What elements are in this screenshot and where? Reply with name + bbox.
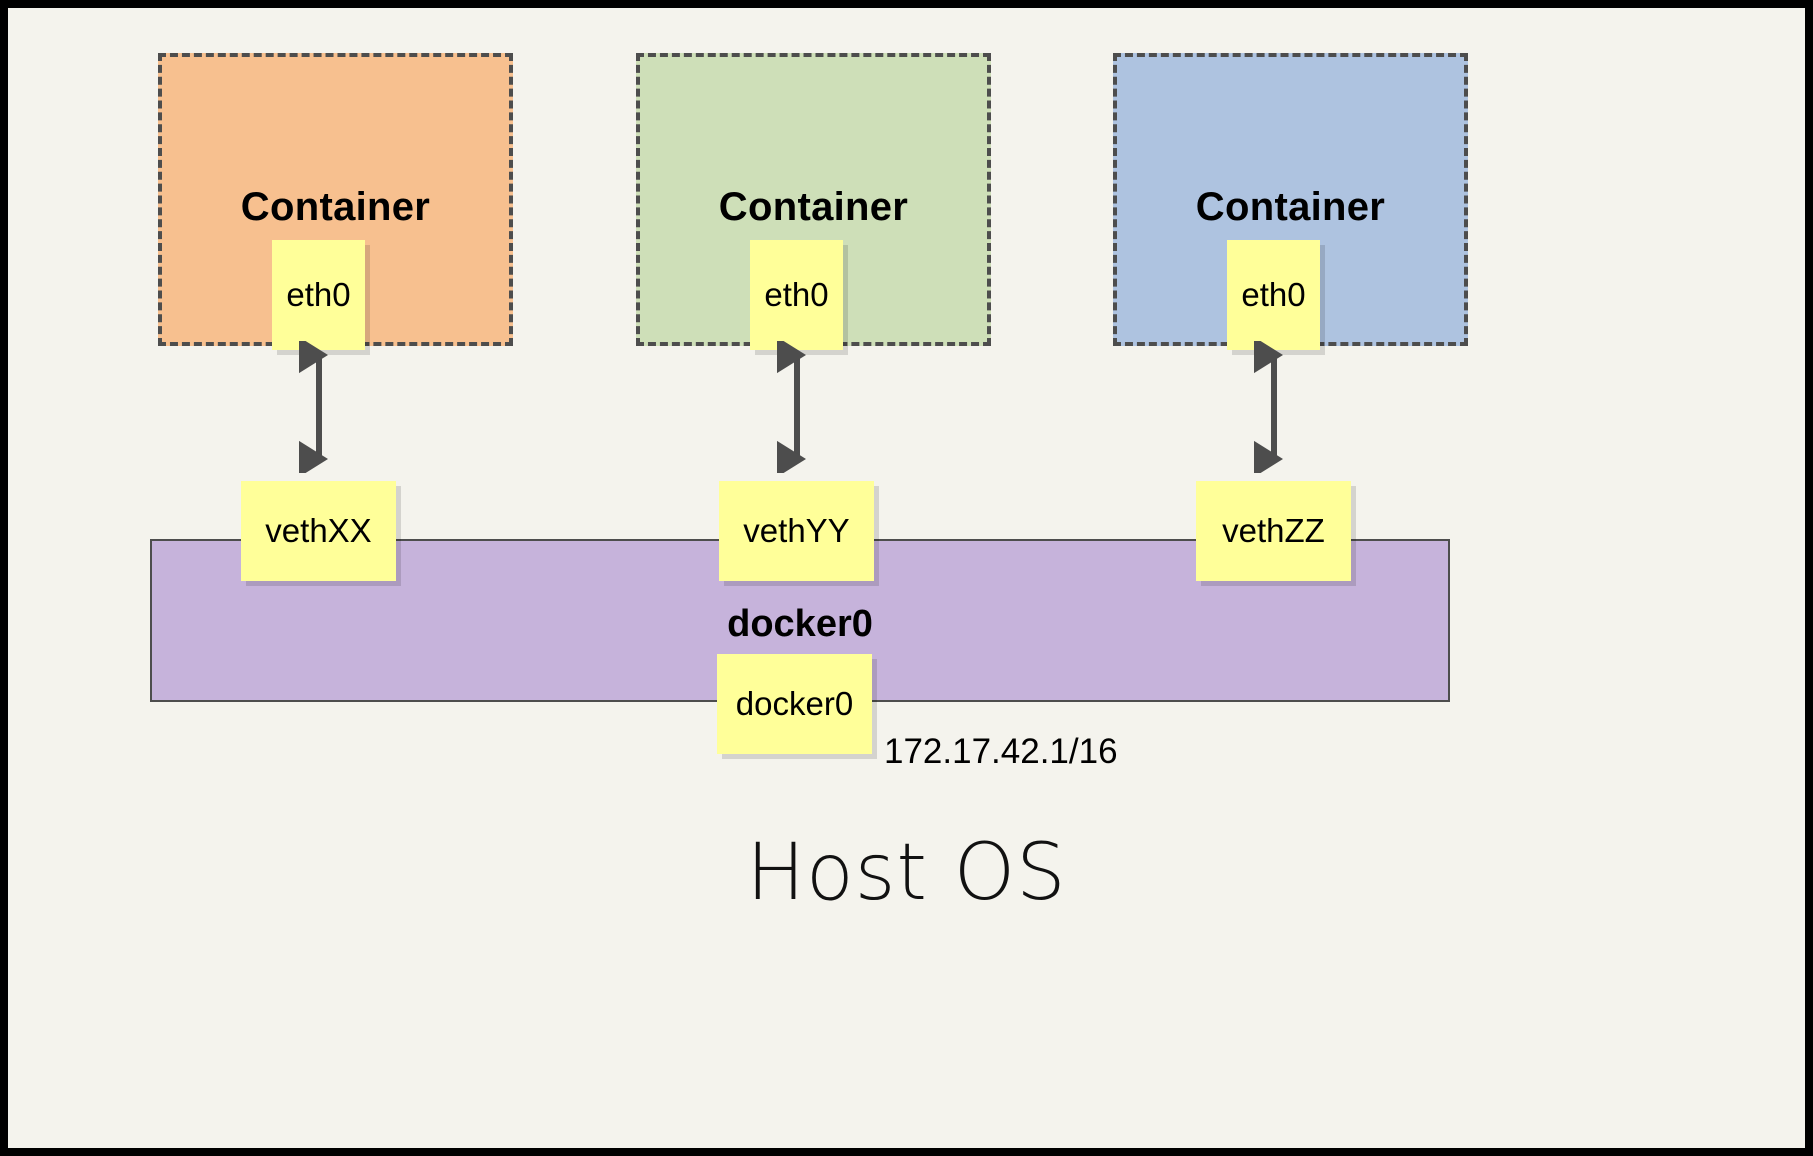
link-arrow-1 [299,341,328,473]
eth0-note-3: eth0 [1227,240,1320,350]
link-arrow-2 [777,341,806,473]
link-arrow-3 [1254,341,1283,473]
veth-note-2: vethYY [719,481,874,581]
container-title-3: Container [1195,185,1386,229]
veth-label-1: vethXX [265,512,372,549]
docker0-ip-label: 172.17.42.1/16 [884,732,1118,771]
veth-note-3: vethZZ [1196,481,1351,581]
host-os-frame: Container eth0 Container eth0 Container … [8,8,1805,1148]
docker0-bridge-label: docker0 [727,603,873,645]
eth0-label-2: eth0 [764,276,829,313]
eth0-label-1: eth0 [286,276,351,313]
eth0-note-1: eth0 [272,240,365,350]
eth0-label-3: eth0 [1241,276,1306,313]
eth0-note-2: eth0 [750,240,843,350]
container-title-2: Container [718,185,909,229]
host-os-caption: Host OS [746,828,1067,918]
docker0-interface-note: docker0 [717,654,872,754]
docker0-interface-label: docker0 [735,685,854,722]
veth-label-3: vethZZ [1222,512,1325,549]
veth-label-2: vethYY [743,512,850,549]
container-title-1: Container [240,185,431,229]
veth-note-1: vethXX [241,481,396,581]
